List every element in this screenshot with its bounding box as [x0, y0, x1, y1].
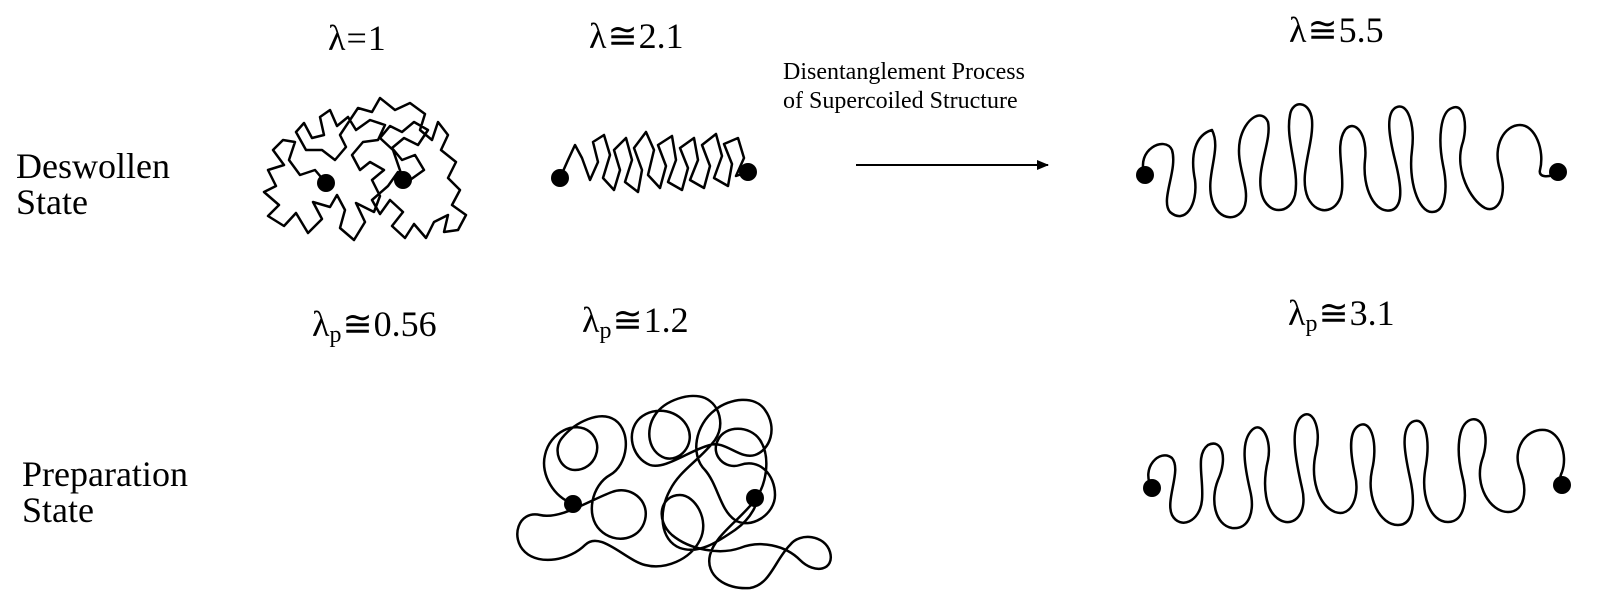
lambda-subscript: p: [329, 322, 341, 348]
lambda-value: 3.1: [1350, 293, 1395, 333]
lambda-symbol: λ: [312, 304, 329, 344]
polymer-chain-icon: [1143, 104, 1558, 217]
lambda-symbol: λ: [328, 18, 345, 58]
lambda-relation: ≅: [607, 16, 637, 56]
lambda-symbol: λ: [1289, 10, 1306, 50]
lambda-relation: ≅: [342, 304, 372, 344]
lambda-label-deswollen-3: λ≅5.5: [1289, 12, 1384, 48]
polymer-chain-icon: [560, 132, 748, 192]
chain-end-dot-icon: [317, 174, 335, 192]
polymer-chain-icon: [517, 396, 830, 588]
polymer-chain-icon: [264, 98, 466, 240]
lambda-relation: =: [346, 18, 366, 58]
lambda-symbol: λ: [589, 16, 606, 56]
chain-end-dot-icon: [551, 169, 569, 187]
row-label-line: Deswollen: [16, 148, 170, 184]
polymer-chain-icon: [1148, 414, 1564, 528]
row-label-preparation: Preparation State: [22, 456, 188, 528]
chain-end-dot-icon: [739, 163, 757, 181]
lambda-relation: ≅: [1318, 293, 1348, 333]
lambda-subscript: p: [599, 318, 611, 344]
chain-end-dot-icon: [1143, 479, 1161, 497]
process-label: Disentanglement Process of Supercoiled S…: [783, 58, 1025, 116]
chain-end-dot-icon: [1549, 163, 1567, 181]
chain-end-dot-icon: [564, 495, 582, 513]
lambda-p-label-2: λp≅1.2: [582, 302, 689, 343]
lambda-relation: ≅: [1307, 10, 1337, 50]
lambda-p-label-3: λp≅3.1: [1288, 295, 1395, 336]
chain-deswollen-lam3: [1136, 104, 1567, 217]
row-label-deswollen: Deswollen State: [16, 148, 170, 220]
chain-preparation-lamp3: [1143, 414, 1571, 528]
chain-preparation-lamp2: [517, 396, 830, 588]
lambda-subscript: p: [1305, 311, 1317, 337]
process-label-line: Disentanglement Process: [783, 58, 1025, 87]
chain-end-dot-icon: [746, 489, 764, 507]
lambda-p-label-1: λp≅0.56: [312, 306, 437, 347]
row-label-line: State: [16, 184, 170, 220]
chain-deswollen-lam2: [551, 132, 757, 192]
lambda-value: 2.1: [639, 16, 684, 56]
process-label-line: of Supercoiled Structure: [783, 87, 1025, 116]
lambda-label-deswollen-2: λ≅2.1: [589, 18, 684, 54]
row-label-line: Preparation: [22, 456, 188, 492]
lambda-value: 1.2: [644, 300, 689, 340]
chain-end-dot-icon: [1136, 166, 1154, 184]
lambda-value: 1: [368, 18, 386, 58]
lambda-value: 0.56: [374, 304, 437, 344]
lambda-symbol: λ: [582, 300, 599, 340]
lambda-label-deswollen-1: λ=1: [328, 20, 386, 56]
lambda-relation: ≅: [612, 300, 642, 340]
chain-end-dot-icon: [1553, 476, 1571, 494]
lambda-symbol: λ: [1288, 293, 1305, 333]
chain-deswollen-lam1: [264, 98, 466, 240]
row-label-line: State: [22, 492, 188, 528]
lambda-value: 5.5: [1339, 10, 1384, 50]
chain-end-dot-icon: [394, 171, 412, 189]
